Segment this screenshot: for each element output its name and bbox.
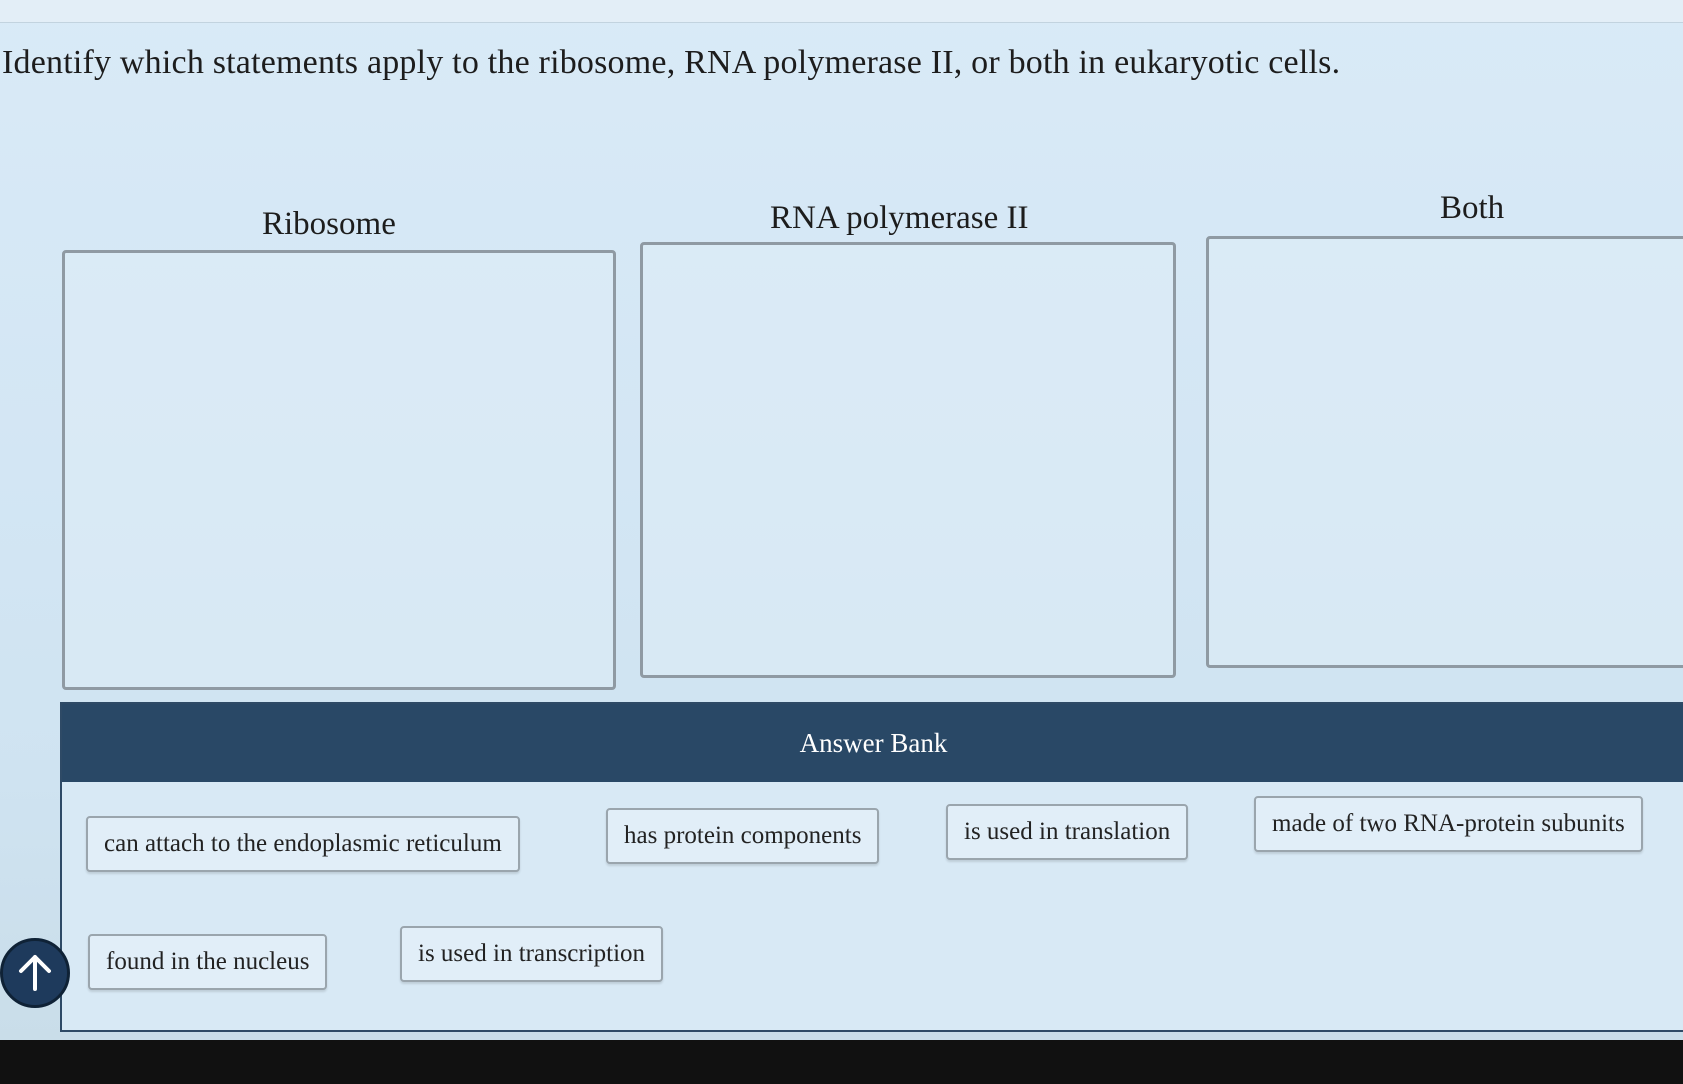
column-title-ribosome: Ribosome — [262, 206, 396, 242]
drop-zone-both[interactable] — [1206, 236, 1683, 668]
question-prompt: Identify which statements apply to the r… — [2, 44, 1341, 81]
answer-chip-transcription[interactable]: is used in transcription — [400, 926, 664, 982]
drop-zone-rna-polymerase-ii[interactable] — [640, 242, 1176, 678]
column-title-rna-polymerase-ii: RNA polymerase II — [770, 200, 1029, 236]
arrow-up-icon — [19, 955, 51, 991]
column-title-both: Both — [1440, 190, 1505, 226]
answer-chip-translation[interactable]: is used in translation — [946, 804, 1189, 860]
answer-bank: Answer Bank can attach to the endoplasmi… — [60, 702, 1683, 1032]
top-bar — [0, 0, 1683, 23]
answer-chip-nucleus[interactable]: found in the nucleus — [88, 934, 328, 990]
answer-chip-protein-components[interactable]: has protein components — [606, 808, 880, 864]
drop-zone-ribosome[interactable] — [62, 250, 616, 690]
answer-bank-title: Answer Bank — [799, 728, 948, 758]
monitor-bezel — [0, 1040, 1683, 1084]
answer-chip-two-subunits[interactable]: made of two RNA-protein subunits — [1254, 796, 1643, 852]
answer-chip-endoplasmic-reticulum[interactable]: can attach to the endoplasmic reticulum — [86, 816, 520, 872]
screen: Identify which statements apply to the r… — [0, 0, 1683, 1040]
answer-bank-header: Answer Bank — [62, 704, 1683, 782]
scroll-to-top-button[interactable] — [0, 938, 70, 1008]
